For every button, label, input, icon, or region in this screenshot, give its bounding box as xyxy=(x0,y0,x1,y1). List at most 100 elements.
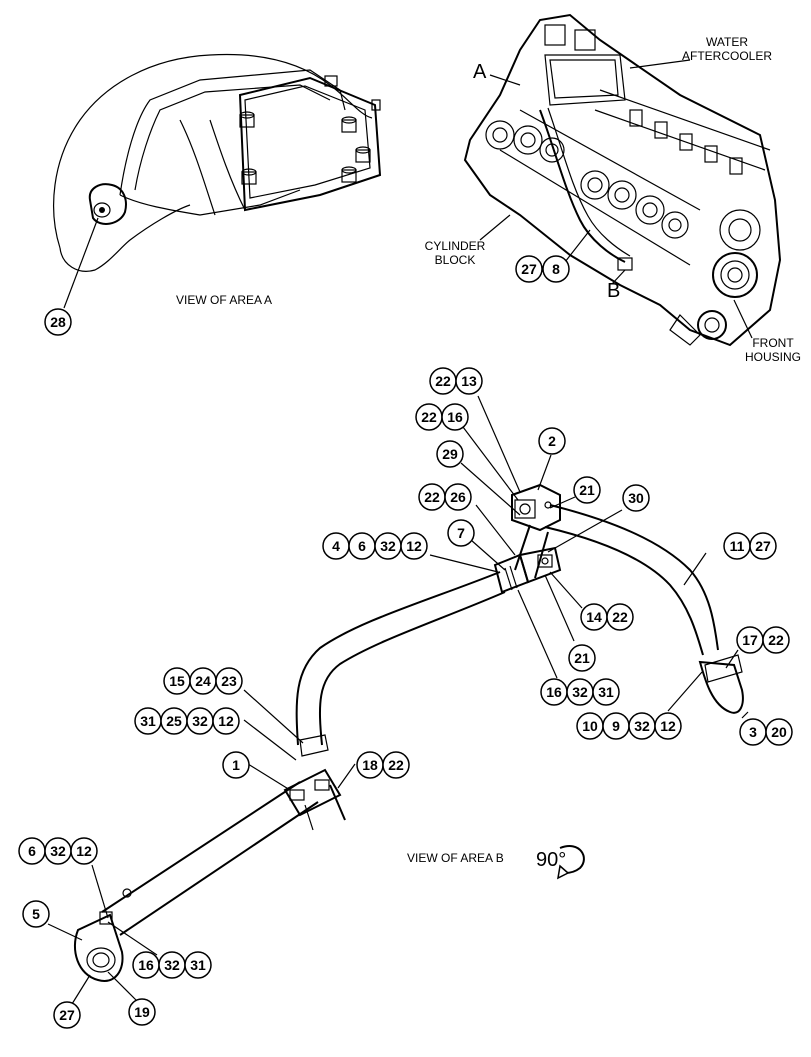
callout-circle xyxy=(606,603,634,631)
callout-number: 27 xyxy=(521,261,537,277)
callout-19: 19 xyxy=(128,998,156,1026)
callout-circle xyxy=(70,837,98,865)
callout-15: 15 xyxy=(163,667,191,695)
callout-2: 2 xyxy=(538,427,566,455)
callout-number: 23 xyxy=(221,673,237,689)
callout-27: 27 xyxy=(515,255,543,283)
callout-10: 10 xyxy=(576,712,604,740)
callout-31: 31 xyxy=(184,951,212,979)
callout-circle xyxy=(622,484,650,512)
callout-circle xyxy=(53,1001,81,1029)
front-housing-label-2: HOUSING xyxy=(745,350,801,364)
callout-20: 20 xyxy=(765,718,793,746)
front-housing xyxy=(669,209,761,346)
callout-number: 30 xyxy=(628,490,644,506)
callout-number: 32 xyxy=(634,718,650,734)
callout-27: 27 xyxy=(749,532,777,560)
callout-circle xyxy=(436,440,464,468)
callout-circle xyxy=(444,483,472,511)
callout-number: 14 xyxy=(586,609,602,625)
callout-circle xyxy=(382,751,410,779)
callout-29: 29 xyxy=(436,440,464,468)
callout-21: 21 xyxy=(573,476,601,504)
callout-17: 17 xyxy=(736,626,764,654)
callout-number: 12 xyxy=(406,538,422,554)
callout-8: 8 xyxy=(542,255,570,283)
callout-circle xyxy=(765,718,793,746)
callout-number: 6 xyxy=(358,538,366,554)
cylinder-block-label-2: BLOCK xyxy=(435,253,476,267)
callout-number: 4 xyxy=(332,538,340,554)
callout-number: 6 xyxy=(28,843,36,859)
callout-number: 27 xyxy=(59,1007,75,1023)
callout-31: 31 xyxy=(592,678,620,706)
rotation-arrow-icon xyxy=(557,845,585,880)
callout-21: 21 xyxy=(568,644,596,672)
callout-12: 12 xyxy=(212,707,240,735)
callout-number: 24 xyxy=(195,673,211,689)
callout-number: 27 xyxy=(755,538,771,554)
front-housing-label-1: FRONT xyxy=(752,336,794,350)
engine-drawing xyxy=(463,13,782,347)
callout-22: 22 xyxy=(382,751,410,779)
callout-9: 9 xyxy=(602,712,630,740)
bolt-icon xyxy=(239,75,381,185)
water-aftercooler-label-2: AFTERCOOLER xyxy=(682,49,772,63)
callout-circle xyxy=(22,900,50,928)
area-a-caption: VIEW OF AREA A xyxy=(176,293,272,307)
callout-circle xyxy=(184,951,212,979)
callout-circle xyxy=(44,308,72,336)
callout-32: 32 xyxy=(158,951,186,979)
callout-circle xyxy=(573,476,601,504)
area-a-drawing xyxy=(53,53,382,309)
callout-25: 25 xyxy=(160,707,188,735)
callout-24: 24 xyxy=(189,667,217,695)
callout-circle xyxy=(568,644,596,672)
callout-number: 2 xyxy=(548,433,556,449)
callout-number: 22 xyxy=(424,489,440,505)
callout-26: 26 xyxy=(444,483,472,511)
callout-circle xyxy=(128,998,156,1026)
callout-22: 22 xyxy=(415,403,443,431)
callout-number: 5 xyxy=(32,906,40,922)
callout-11: 11 xyxy=(723,532,751,560)
callout-7: 7 xyxy=(447,519,475,547)
callout-30: 30 xyxy=(622,484,650,512)
callout-number: 21 xyxy=(574,650,590,666)
callout-22: 22 xyxy=(762,626,790,654)
callout-number: 20 xyxy=(771,724,787,740)
callout-number: 18 xyxy=(362,757,378,773)
callout-31: 31 xyxy=(134,707,162,735)
area-b-marker: B xyxy=(607,280,620,302)
callout-number: 32 xyxy=(50,843,66,859)
callout-number: 16 xyxy=(447,409,463,425)
callout-27: 27 xyxy=(53,1001,81,1029)
callout-5: 5 xyxy=(22,900,50,928)
callout-32: 32 xyxy=(566,678,594,706)
callout-32: 32 xyxy=(186,707,214,735)
callout-number: 13 xyxy=(461,373,477,389)
callout-number: 17 xyxy=(742,632,758,648)
callout-circle xyxy=(441,403,469,431)
callout-number: 31 xyxy=(140,713,156,729)
callout-circle xyxy=(592,678,620,706)
callout-number: 21 xyxy=(579,482,595,498)
callout-number: 16 xyxy=(138,957,154,973)
joint-7 xyxy=(493,546,562,594)
plug-icon xyxy=(88,183,127,225)
callout-number: 32 xyxy=(380,538,396,554)
elbow-5 xyxy=(73,911,124,982)
callout-number: 1 xyxy=(232,757,240,773)
callout-number: 28 xyxy=(50,314,66,330)
callout-22: 22 xyxy=(418,483,446,511)
callout-circle xyxy=(447,519,475,547)
callout-number: 22 xyxy=(388,757,404,773)
callout-12: 12 xyxy=(654,712,682,740)
callout-number: 8 xyxy=(552,261,560,277)
callout-circle xyxy=(762,626,790,654)
water-aftercooler-label-1: WATER xyxy=(706,35,748,49)
callout-1: 1 xyxy=(222,751,250,779)
callout-circle xyxy=(654,712,682,740)
callout-23: 23 xyxy=(215,667,243,695)
